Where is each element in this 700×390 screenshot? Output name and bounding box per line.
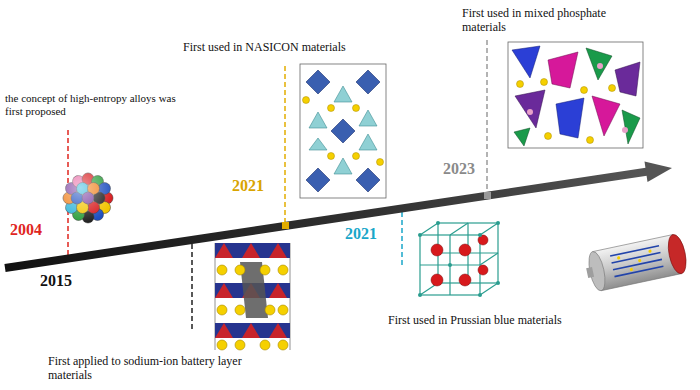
year-label: 2021 xyxy=(232,176,264,195)
year-label: 2004 xyxy=(10,220,42,239)
milestone-text: First applied to sodium-ion battery laye… xyxy=(48,354,253,383)
year-label: 2021 xyxy=(345,224,377,243)
nasicon-structure xyxy=(300,64,386,198)
year-label: 2023 xyxy=(443,159,475,178)
year-label: 2015 xyxy=(40,271,72,290)
milestone-text: First used in Prussian blue materials xyxy=(388,313,562,327)
prussian-blue-cube xyxy=(418,221,500,297)
layered-structure xyxy=(215,243,290,350)
milestone-text: the concept of high-entropy alloys was f… xyxy=(5,92,185,118)
year-markers xyxy=(68,40,487,332)
milestone-text: First used in NASICON materials xyxy=(183,40,346,54)
milestone-text: First used in mixed phosphate materials xyxy=(462,6,640,35)
battery-cylinder xyxy=(583,233,689,293)
timeline-arrow xyxy=(5,162,672,269)
alloy-sphere xyxy=(63,173,113,223)
mixed-phosphate-structure xyxy=(508,42,643,148)
